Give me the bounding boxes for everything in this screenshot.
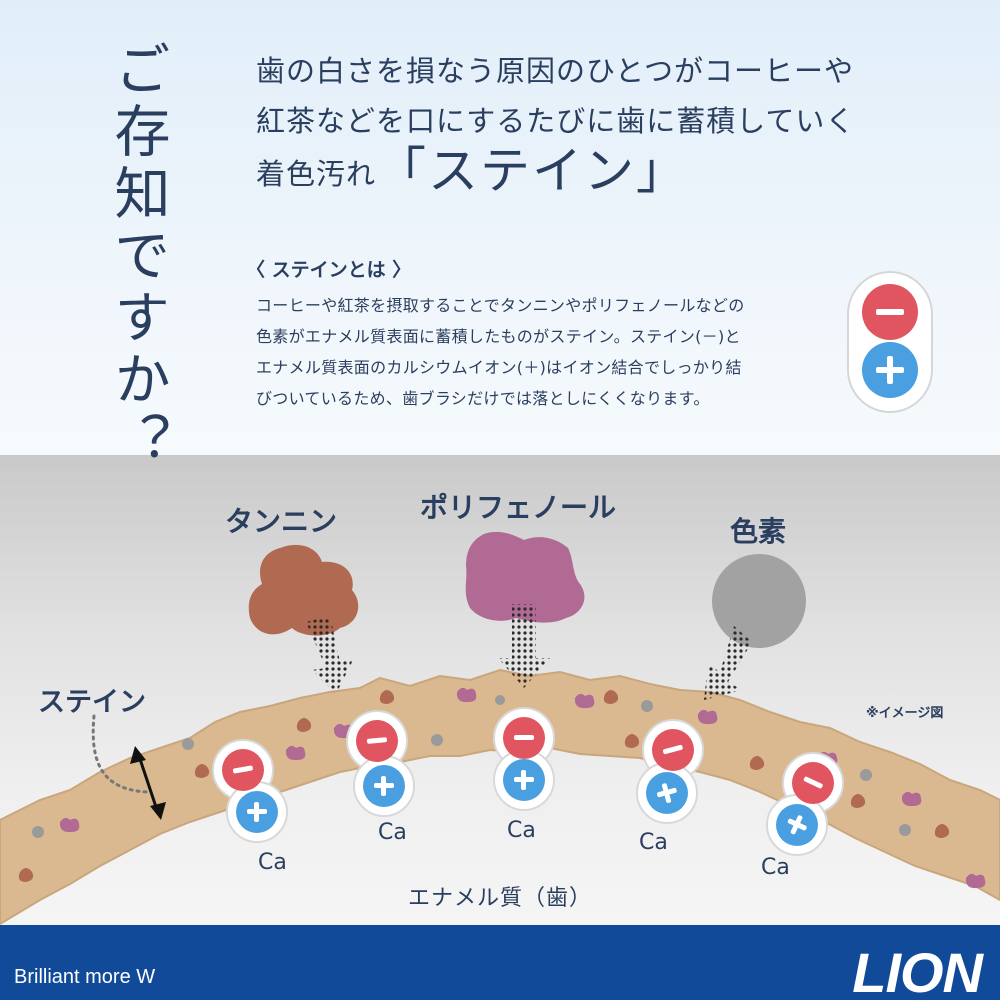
arrow-pigment [704,626,752,700]
ion-pair-2 [346,710,415,817]
calcium-label-1: Ca [258,850,287,875]
stain-leader-line [91,714,150,794]
headline-line-1: 歯の白さを損なう原因のひとつがコーヒーや [256,54,854,88]
ion-pair-5 [766,752,844,856]
label-tannin: タンニン [225,505,338,538]
info-body: コーヒーや紅茶を摂取することでタンニンやポリフェノールなどの 色素がエナメル質表… [256,290,841,414]
arrow-tannin [306,616,354,694]
enamel-label: エナメル質（歯） [407,886,592,911]
headline: 歯の白さを損なう原因のひとつがコーヒーや 紅茶などを口にするたびに歯に蓄積してい… [256,46,956,199]
stain-layer [0,668,1000,926]
info-line-3: エナメル質表面のカルシウムイオン(＋)はイオン結合でしっかり結 [256,358,742,377]
info-line-2: 色素がエナメル質表面に蓄積したものがステイン。ステイン(－)と [256,327,741,346]
headline-stain-term: 「ステイン」 [376,142,689,200]
ion-pair-legend [847,271,933,413]
info-line-4: びついているため、歯ブラシだけでは落としにくくなります。 [256,389,710,408]
footer-bar [0,925,1000,1000]
label-pigment: 色素 [730,515,787,548]
info-line-1: コーヒーや紅茶を摂取することでタンニンやポリフェノールなどの [256,296,745,315]
headline-line-3: 着色汚れ「ステイン」 [256,146,956,199]
image-note: ※イメージ図 [866,706,944,721]
arrow-polyphenol [498,604,550,688]
calcium-label-2: Ca [378,820,407,845]
calcium-label-3: Ca [507,818,536,843]
ion-pair-3 [493,707,555,811]
headline-line-2: 紅茶などを口にするたびに歯に蓄積していく [256,104,856,138]
calcium-label-5: Ca [761,855,790,880]
brand-name: Brilliant more W [14,966,156,988]
lion-logo: LION [852,941,983,1004]
thickness-arrow [130,746,166,820]
info-heading: 〈 ステインとは 〉 [246,259,412,281]
ion-pair-1 [212,739,288,843]
tannin-molecule [248,544,359,636]
polyphenol-molecule [465,531,585,623]
pigment-molecule [712,554,806,648]
label-polyphenol: ポリフェノール [420,491,617,524]
ion-pair-4 [636,719,704,824]
headline-line-3-prefix: 着色汚れ [256,157,377,191]
header-background [0,0,1000,455]
label-stain: ステイン [38,687,146,718]
calcium-label-4: Ca [639,830,668,855]
vertical-title: ご存知ですか？ [105,40,170,474]
